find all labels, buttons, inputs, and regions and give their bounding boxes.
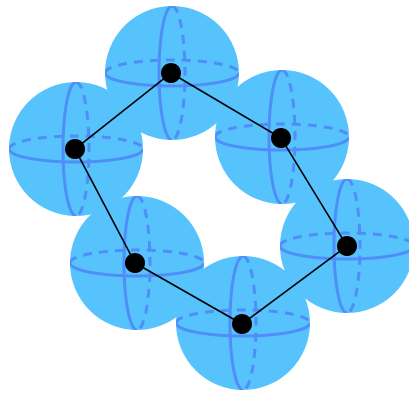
node-dot [271,128,291,148]
node-dot [337,236,357,256]
node-dot [232,314,252,334]
node-dot [125,253,145,273]
node-dot [161,63,181,83]
spheres-group [9,6,409,390]
node-dot [65,139,85,159]
